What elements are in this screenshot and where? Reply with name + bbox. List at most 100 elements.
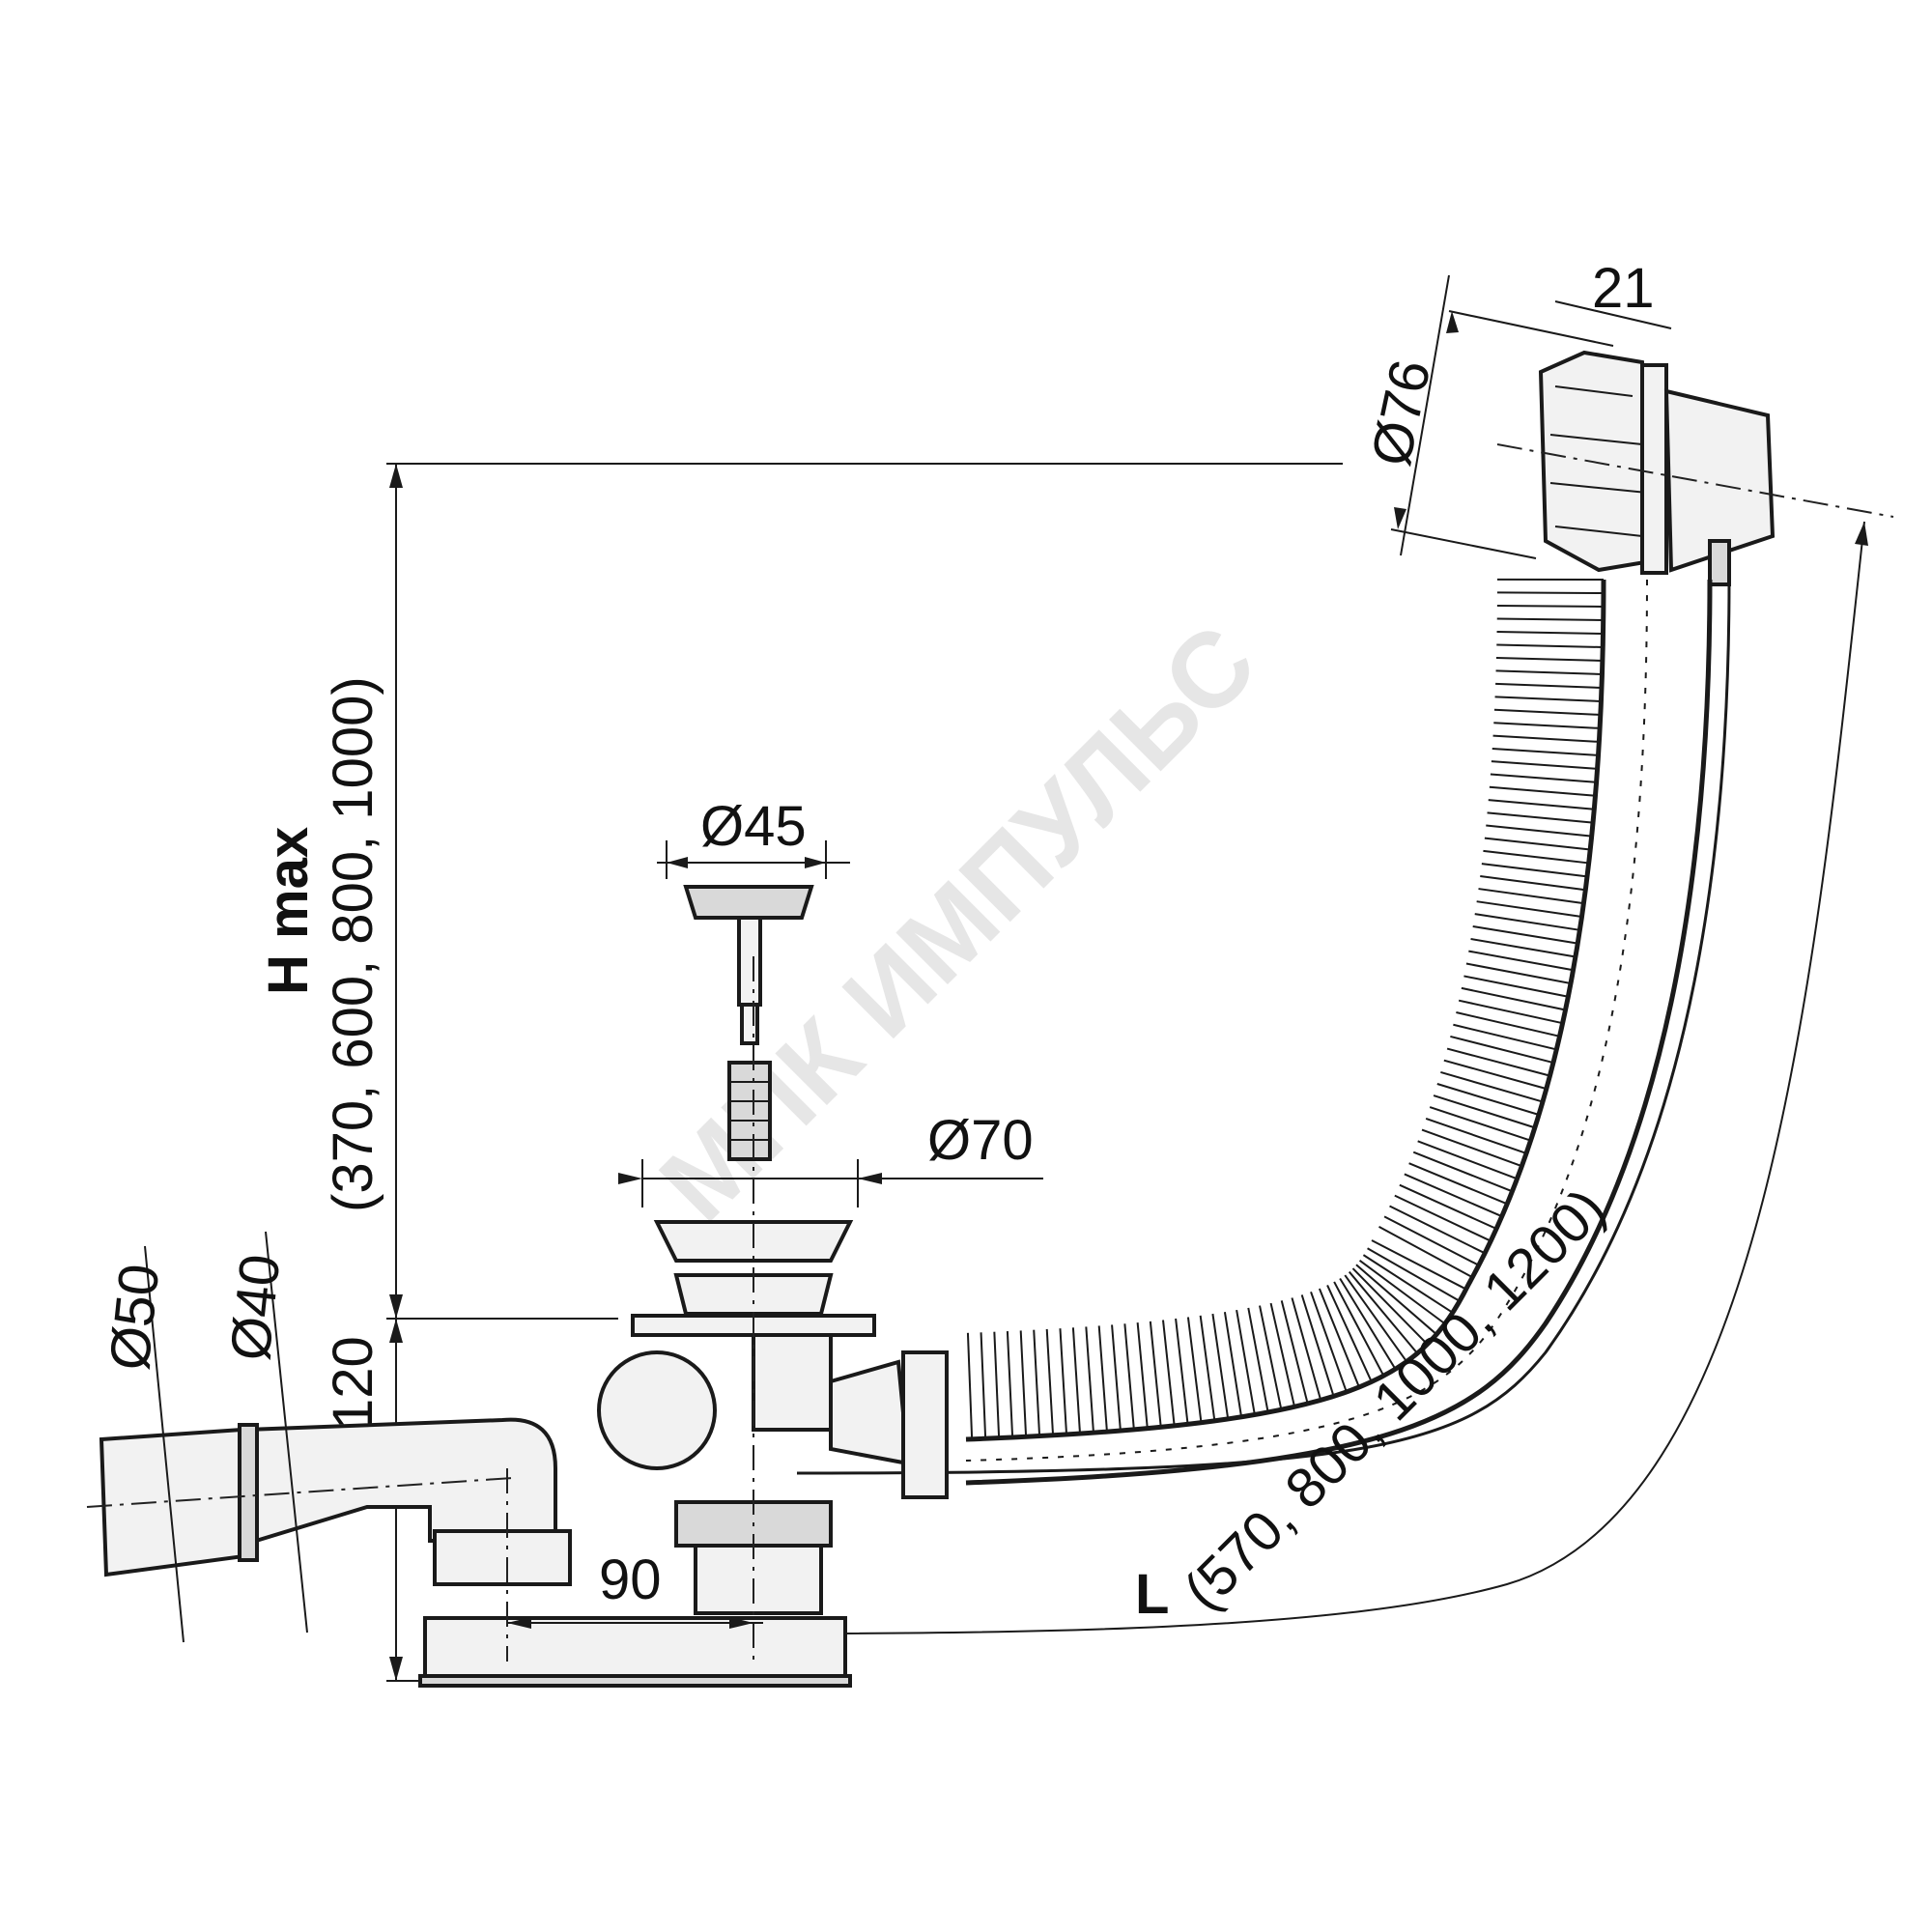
hose-rib (1280, 1300, 1309, 1405)
hose-rib (1440, 1071, 1544, 1103)
hose-rib (1236, 1309, 1256, 1415)
hose-rib (1421, 1128, 1522, 1168)
hose-rib (1211, 1313, 1230, 1420)
hose-rib (1493, 722, 1601, 729)
hose-rib (1492, 748, 1599, 756)
hose-rib (1059, 1328, 1068, 1435)
hose-rib (1476, 900, 1582, 918)
hose-rib (1186, 1317, 1203, 1423)
hose-rib (1371, 1239, 1467, 1291)
hose-rib (1404, 1173, 1503, 1218)
hose-rib (1310, 1291, 1348, 1393)
hose-rib (1367, 1247, 1461, 1302)
hmax-label: H max (257, 827, 320, 995)
hose-rib (1300, 1294, 1335, 1397)
hose-rib (1394, 1194, 1492, 1242)
hose-rib (1412, 1151, 1513, 1193)
hose-rib (1468, 950, 1574, 972)
hose-rib (1399, 1183, 1497, 1230)
hose-rib (1378, 1225, 1473, 1279)
hose-rib (1162, 1320, 1176, 1426)
diameter-50-label: Ø50 (98, 1262, 171, 1374)
hose-rib (1478, 888, 1584, 905)
hose-rib (1486, 824, 1592, 838)
hose-rib (1348, 1270, 1419, 1354)
hose-rib (1474, 913, 1580, 931)
hose-rib (1443, 1059, 1548, 1091)
hose-rib (1223, 1312, 1243, 1417)
hose-rib (1491, 760, 1598, 770)
hose-rib (1097, 1325, 1108, 1433)
hose-rib (1136, 1322, 1149, 1429)
hose-rib (1071, 1327, 1082, 1435)
hose-rib (1496, 643, 1604, 648)
hose-rib (1247, 1307, 1269, 1413)
hose-rib (1495, 682, 1603, 689)
hose-rib (1085, 1326, 1094, 1434)
hose-rib (1111, 1324, 1122, 1432)
hose-rib (1339, 1277, 1397, 1370)
hose-rib (1456, 1011, 1560, 1037)
hose-rib (1463, 975, 1569, 998)
hose-rib (1175, 1318, 1189, 1425)
hose-rib (1269, 1302, 1296, 1407)
hose-rib (1425, 1117, 1527, 1154)
hose-rib (1489, 785, 1596, 797)
hose-rib (1496, 617, 1604, 621)
hose-rib (1487, 811, 1594, 824)
hose-rib (1433, 1094, 1536, 1129)
diameter-45-label: Ø45 (700, 795, 807, 858)
hose-rib (1446, 1047, 1550, 1077)
hose-rib (1496, 630, 1604, 635)
length-label: L (1135, 1563, 1169, 1626)
hose-rib (1465, 962, 1572, 985)
hose-rib (1123, 1323, 1135, 1430)
hose-rib (1291, 1297, 1322, 1401)
hose-rib (1493, 708, 1601, 716)
hose-rib (1045, 1328, 1055, 1435)
hose-rib (1326, 1285, 1373, 1382)
hmax-dimension: H max (370, 600, 800, 1000) 120 (257, 463, 1343, 1682)
hose-rib (1362, 1254, 1454, 1314)
hose-rib (1333, 1281, 1385, 1377)
drain-body: Ø70 Ø50 Ø40 90 (86, 956, 1043, 1688)
flexible-hose (796, 578, 1731, 1486)
width-21-label: 21 (1592, 257, 1655, 320)
hose-rib (1344, 1274, 1408, 1363)
diameter-70-label: Ø70 (927, 1109, 1034, 1172)
hose-rib (1495, 656, 1603, 662)
hose-rib (1355, 1264, 1437, 1336)
diameter-76-label: Ø76 (1359, 355, 1442, 471)
hose-rib (1389, 1205, 1486, 1255)
hose-rib (1436, 1083, 1540, 1116)
hose-rib (1006, 1331, 1014, 1438)
hose-rib (1488, 799, 1595, 810)
hose-rib (993, 1331, 1001, 1438)
hose-rib (1351, 1267, 1429, 1346)
hose-rib (1417, 1140, 1518, 1180)
hose-rib (1480, 874, 1586, 892)
hose-rib (1481, 863, 1588, 878)
width-90-label: 90 (599, 1548, 662, 1611)
hose-rib (1495, 669, 1603, 675)
hose-rib (1019, 1330, 1028, 1437)
hose-rib (1470, 938, 1577, 958)
hose-rib (1259, 1305, 1283, 1410)
plug-stopper: Ø45 (657, 795, 850, 1161)
hose-rib (1483, 849, 1589, 865)
hose-rib (1496, 591, 1604, 594)
diameter-40-label: Ø40 (218, 1252, 292, 1364)
hose-rib (1494, 696, 1602, 702)
hose-rib (1496, 604, 1604, 608)
hose-rib (1492, 734, 1600, 743)
hose-rib (1453, 1023, 1557, 1051)
hose-rib (966, 1332, 974, 1439)
hose-rib (1383, 1215, 1480, 1266)
hose-rib (1149, 1321, 1162, 1428)
hose-rib (1490, 773, 1597, 783)
hmax-values: (370, 600, 800, 1000) (322, 676, 384, 1212)
hose-rib (1458, 999, 1563, 1025)
hose-rib (1358, 1259, 1446, 1325)
hose-rib (1318, 1288, 1360, 1388)
